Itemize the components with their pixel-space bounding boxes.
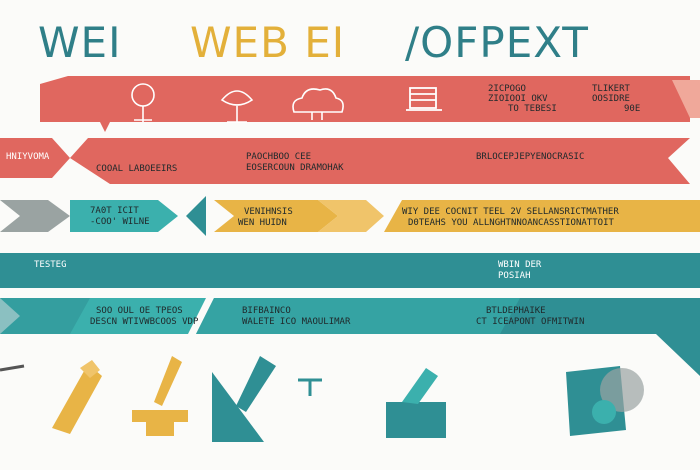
shovel-icon <box>386 368 446 438</box>
row2-text-a: COOAL LABOEEIRS <box>96 164 178 174</box>
row3-gold-a <box>214 200 338 232</box>
title-part-1: WEI <box>38 18 122 67</box>
row1-right-accent <box>672 80 700 118</box>
row3-text-a: 7A0T ICIT <box>90 206 139 216</box>
row2-text-b: PAOCHBOO CEE <box>246 152 312 162</box>
row2-left-tab-label: HNIYVOMA <box>6 152 50 162</box>
pencil-icon <box>0 364 25 372</box>
row1-text-c: TO TEBESI <box>508 104 557 114</box>
row4-text-a: TESTEG <box>34 260 67 270</box>
row5-right-highlight <box>196 298 520 334</box>
row5-text-a: SOO OUL OE TPEOS <box>96 306 183 316</box>
row3-text-b: -COO' WILNE <box>90 217 150 227</box>
hammer-icon <box>298 378 322 396</box>
row5-text-f: CT ICEAPONT OFMITWIN <box>476 317 585 327</box>
plant-icon <box>220 90 254 123</box>
row3-gray-chevron <box>0 200 70 232</box>
row4-text-b: WBIN DER <box>498 260 542 270</box>
brush-icon <box>52 360 102 434</box>
row3-text-c: VENIHNSIS <box>244 207 293 217</box>
row5-text-e: BTLDEPHAIKE <box>486 306 546 316</box>
row5-text-c: BIFBAINCO <box>242 306 291 316</box>
row5-text-d: WALETE ICO MAOULIMAR <box>242 317 351 327</box>
row3-teal-chevron <box>70 200 178 232</box>
title-part-3: /OFPEXT <box>405 18 589 67</box>
row5-left-accent <box>0 298 90 334</box>
row1-text-d: TLIKERT <box>592 84 630 94</box>
row1-text-e: OOSIDRE <box>592 94 630 104</box>
row3-gold-b <box>318 200 384 232</box>
row2-text-d: BRLOCEPJEPYENOCRASIC <box>476 152 585 162</box>
row3-text-d: WEN HUIDN <box>238 218 287 228</box>
row1-text-f: 90E <box>624 104 641 114</box>
row4-band <box>0 253 700 288</box>
row2-band <box>70 138 690 184</box>
row5-text-b: DESCN WTIVWBCOOS VDP <box>90 317 199 327</box>
row3-text-f: D0TEAHS YOU ALLNGHTNNOANCASSTIONATTOIT <box>408 218 614 228</box>
row3-text-e: WIY DEE COCNIT TEEL 2V SELLANSRICTMATHER <box>402 207 619 217</box>
row2-left-tab <box>0 138 70 178</box>
row3-gold-c <box>384 200 700 232</box>
row2-text-c: EOSERCOUN DRAMOHAK <box>246 163 344 173</box>
tree-icon <box>131 83 155 122</box>
title-part-2: WEB EI <box>190 18 346 67</box>
gear-cluster-icon <box>566 366 644 436</box>
row3-teal-notch <box>186 196 206 236</box>
row1-text-b: ZIOIOOI OKV <box>488 94 548 104</box>
row5-down-arrow <box>656 334 700 376</box>
row1-text-a: 2ICPOGO <box>488 84 526 94</box>
anvil-icon <box>132 356 188 436</box>
row4-text-c: POSIAH <box>498 271 531 281</box>
page-title: WEI WEB EI /OFPEXT <box>0 18 700 68</box>
cloud-icon <box>292 88 344 120</box>
row1-band <box>40 76 690 132</box>
truck-icon <box>406 87 442 111</box>
trowel-icon <box>212 356 276 442</box>
